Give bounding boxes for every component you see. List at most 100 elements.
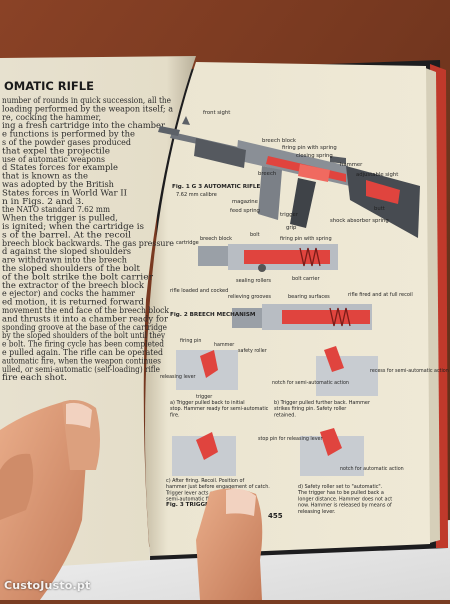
left-page-line: ed motion, it is returned forward: [2, 297, 144, 307]
caption-line: a) Trigger pulled back to initial: [170, 400, 245, 406]
label-front-sight: front sight: [203, 110, 230, 116]
right-thumbnail: [226, 488, 256, 516]
rifle-butt: [346, 166, 420, 238]
caption-line: c) After firing. Recoil. Position of: [166, 478, 244, 484]
left-page-line: that is known as the: [2, 171, 88, 181]
label2-sealing-rollers: sealing rollers: [236, 278, 271, 284]
left-page-line: e functions is performed by the: [2, 129, 135, 139]
caption-line: now. Hammer is released by means of: [298, 503, 392, 509]
left-page-line: sponding groove at the base of the cartr…: [2, 322, 167, 332]
left-page-line: automatic fire, when the weapon continue…: [2, 355, 161, 365]
label-firing-pin-spring: firing pin with spring: [282, 145, 337, 151]
rifle-magazine: [258, 166, 282, 220]
label2-rifle-recoil: rifle fired and at full recoil: [348, 292, 413, 298]
right-hand: [196, 488, 263, 600]
label-feed-spring: feed spring: [230, 208, 260, 214]
label-shock-absorber: shock absorber spring: [330, 218, 389, 224]
caption-line: releasing lever.: [298, 509, 336, 515]
left-finger: [0, 453, 34, 520]
caption-line: strikes firing pin. Safety roller: [274, 406, 347, 412]
hammer-b: [324, 346, 344, 372]
caption-line: stop. Hammer ready for semi-automatic: [170, 406, 269, 412]
caption-line: retained.: [274, 412, 296, 418]
label2-bolt: bolt: [250, 232, 260, 238]
label-hammer: hammer: [340, 162, 363, 168]
flash-hider: [158, 126, 180, 136]
left-hand: [0, 400, 100, 600]
caption-c: c) After firing. Recoil. Position ofhamm…: [165, 478, 270, 503]
label3-trigger: trigger: [196, 394, 212, 400]
caption-line: fire.: [170, 412, 180, 418]
left-page-line: States forces in World War II: [2, 187, 127, 197]
shock-absorber-red: [366, 180, 400, 204]
left-page-line: d States forces for example: [2, 162, 118, 172]
label2-breech-block: breech block: [200, 236, 232, 242]
left-page-line: the extractor of the breech block: [2, 280, 145, 290]
caption-line: b) Trigger pulled further back. Hammer: [274, 400, 371, 406]
label2-firing-pin: firing pin with spring: [280, 236, 332, 242]
left-page-line: movement the end face of the breech bloc…: [2, 305, 170, 315]
left-thumbnail: [66, 402, 92, 428]
left-page-line: loading performed by the weapon itself; …: [2, 103, 173, 113]
left-page-header: OMATIC RIFLE: [4, 79, 94, 93]
rifle-spring-red: [298, 164, 330, 182]
left-page-body: number of rounds in quick succession, al…: [2, 95, 174, 382]
right-thumb: [196, 488, 263, 600]
label3-notch-semi: notch for semi-automatic action: [272, 380, 349, 386]
figure-1-rifle: [158, 116, 420, 238]
left-page-line: s of the barrel. At the recoil: [2, 229, 131, 239]
fig2-caption: Fig. 2 BREECH MECHANISM: [170, 312, 256, 318]
caption-d: d) Safety roller set to "automatic".The …: [297, 484, 392, 515]
caption-line: d) Safety roller set to "automatic".: [298, 484, 383, 490]
left-page-line: e bolt. The firing cycle has been comple…: [2, 339, 164, 349]
trigger-panel-b: [316, 356, 378, 396]
left-page-line: ulled, or semi-automatic (self-loading) …: [2, 364, 160, 374]
left-page-line: use of automatic weapons: [2, 154, 105, 164]
left-page-line: the NATO standard 7.62 mm: [2, 204, 110, 214]
rifle-grip: [290, 178, 316, 228]
left-page-line: e ejector) and cocks the hammer: [2, 288, 135, 298]
left-page-line: re, cocking the hammer,: [2, 112, 101, 122]
left-page-line: the sloped shoulders of the bolt: [2, 263, 141, 273]
caption-line: hammer just before engagement of catch.: [166, 484, 270, 490]
label2-relieving-grooves: relieving grooves: [228, 294, 271, 300]
left-page-line: number of rounds in quick succession, al…: [2, 95, 171, 105]
left-page-line: and thrusts it into a chamber ready for: [2, 313, 168, 323]
sealing-roller-top: [258, 264, 266, 272]
hammer-a: [200, 350, 218, 378]
watermark: CustoJusto.pt: [4, 579, 91, 592]
label2-cartridge: cartridge: [176, 240, 199, 246]
left-page-line: was adopted by the British: [2, 179, 115, 189]
figure-3-trigger: [172, 346, 378, 476]
fig1-subcaption: 7.62 mm calibre: [176, 192, 217, 198]
caption-line: semi-automatic fire.: [166, 497, 216, 503]
caption-line: The trigger has to be pulled back a: [297, 490, 384, 496]
label-breech: breech: [258, 171, 276, 177]
left-page-line: d against the sloped shoulders: [2, 246, 131, 256]
label3-hammer: hammer: [214, 342, 234, 348]
label3-notch-auto: notch for automatic action: [340, 466, 404, 472]
rifle-handguard: [194, 138, 246, 168]
figure-2-breech: [198, 244, 372, 330]
label3-releasing-lever: releasing lever: [160, 374, 196, 380]
bolt-top-red: [244, 250, 330, 264]
label-grip: grip: [286, 225, 297, 231]
label-breech-block: breech block: [262, 138, 297, 144]
label-butt: butt: [374, 206, 385, 212]
label3-firing-pin: firing pin: [180, 338, 201, 344]
label-magazine: magazine: [232, 199, 258, 205]
left-page-line: ing a fresh cartridge into the chamber: [2, 120, 165, 130]
left-page-line: fire each shot.: [2, 372, 67, 382]
label3-stop-pin: stop pin for releasing lever: [258, 436, 323, 442]
label-trigger: trigger: [280, 212, 299, 218]
bolt-bottom-red: [282, 310, 370, 324]
label-adjustable-sight: adjustable sight: [356, 172, 398, 178]
left-page-line: of the bolt strike the bolt carrier: [2, 271, 153, 281]
label2-rifle-loaded: rifle loaded and cocked: [170, 288, 228, 294]
left-palm: [0, 400, 89, 600]
left-page-line: by the sloped shoulders of the bolt unti…: [2, 330, 165, 340]
label2-bearing-surfaces: bearing surfaces: [288, 294, 330, 300]
left-page-line: n in Figs. 2 and 3.: [2, 196, 84, 206]
